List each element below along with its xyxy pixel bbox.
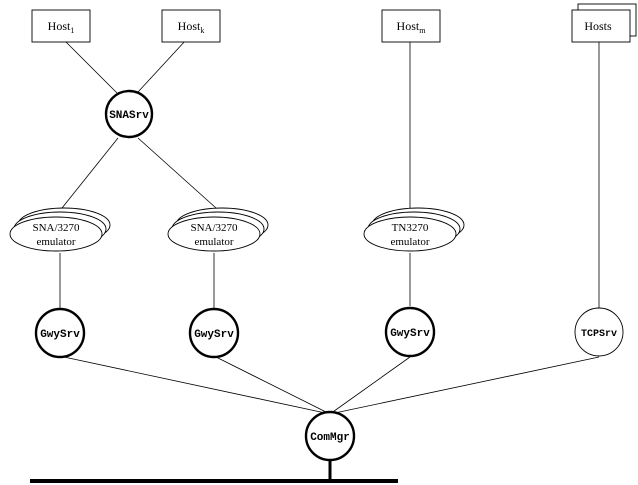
- host-box-m: Hostm: [381, 9, 441, 43]
- line-gwysrv3-commgr: [329, 356, 411, 415]
- gwysrv-node-2: GwySrv: [188, 307, 240, 359]
- snasrv-node: SNASrv: [104, 89, 154, 139]
- gwysrv-node-3: GwySrv: [384, 306, 436, 358]
- gwysrv-3-label: GwySrv: [390, 328, 430, 340]
- line-gwysrv2-commgr: [215, 356, 331, 415]
- emulator-3: TN3270 emulator: [363, 207, 465, 252]
- gwysrv-1-label: GwySrv: [40, 329, 80, 341]
- host-k-sub: k: [200, 26, 204, 35]
- network-bus: [30, 460, 398, 483]
- gwysrv-2-label: GwySrv: [194, 329, 234, 341]
- host-m-sub: m: [419, 26, 426, 35]
- commgr-label: ComMgr: [310, 432, 350, 444]
- connector-lines: [59, 39, 600, 415]
- tcpsrv-node: TCPSrv: [574, 307, 624, 357]
- emulator-1: SNA/3270 emulator: [9, 207, 111, 252]
- host-m-label: Host: [397, 19, 420, 33]
- svg-text:Hostk: Hostk: [178, 19, 205, 35]
- line-gwysrv1-commgr: [63, 356, 331, 415]
- emulator-3-line2: emulator: [390, 236, 429, 248]
- emulator-2: SNA/3270 emulator: [167, 207, 269, 252]
- emulator-2-line1: SNA/3270: [190, 222, 238, 234]
- line-host1-snasrv: [63, 39, 119, 95]
- svg-text:Hostm: Hostm: [397, 19, 427, 35]
- host-1-sub: 1: [70, 26, 74, 35]
- line-tcpsrv-commgr: [329, 356, 600, 415]
- emulator-3-line1: TN3270: [392, 222, 429, 234]
- hosts-stack: Hosts: [571, 3, 637, 43]
- emulator-1-line1: SNA/3270: [32, 222, 80, 234]
- host-k-label: Host: [178, 19, 201, 33]
- emulator-2-line2: emulator: [194, 236, 233, 248]
- hosts-label: Hosts: [584, 19, 612, 33]
- line-hostk-snasrv: [137, 39, 187, 93]
- host-box-1: Host1: [31, 9, 91, 43]
- line-snasrv-emu1: [61, 137, 119, 209]
- tcpsrv-label: TCPSrv: [581, 329, 617, 340]
- host-box-k: Hostk: [161, 9, 221, 43]
- snasrv-label: SNASrv: [109, 110, 149, 122]
- host-1-label: Host: [48, 19, 71, 33]
- gwysrv-node-1: GwySrv: [34, 307, 86, 359]
- line-snasrv-emu2: [137, 137, 217, 209]
- emulator-1-line2: emulator: [36, 236, 75, 248]
- svg-text:Host1: Host1: [48, 19, 75, 35]
- commgr-node: ComMgr: [304, 410, 356, 462]
